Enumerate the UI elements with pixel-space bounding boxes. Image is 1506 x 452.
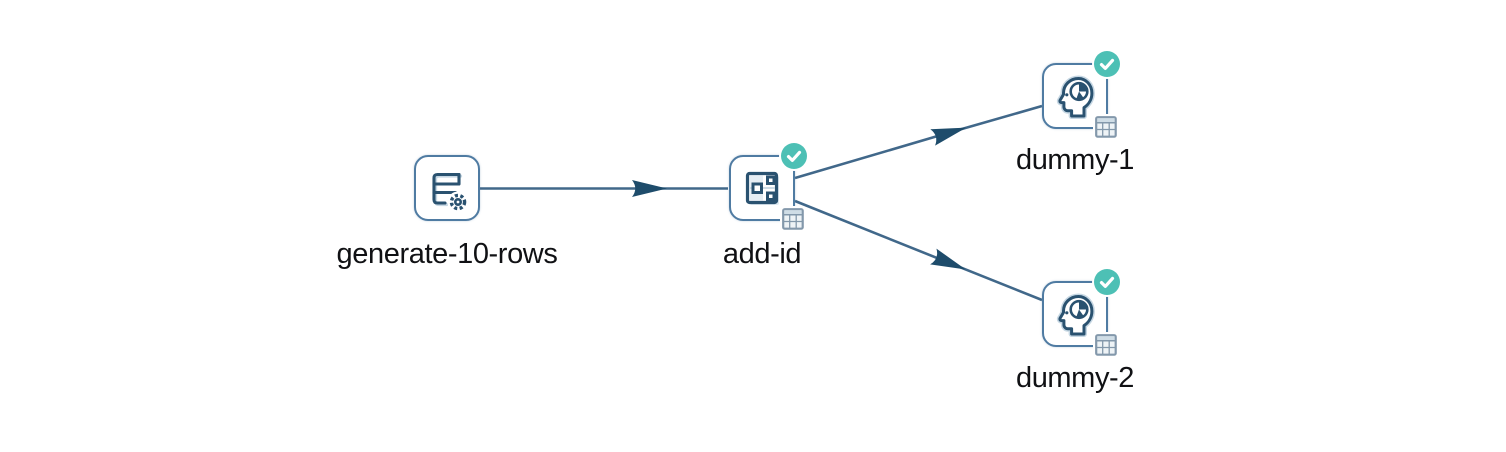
- success-check-badge: [1094, 51, 1120, 77]
- check-icon: [1099, 58, 1115, 70]
- node-label-generate-10-rows: generate-10-rows: [336, 238, 558, 270]
- check-icon: [1099, 276, 1115, 288]
- node-generate-10-rows[interactable]: [414, 155, 480, 221]
- head-profile-icon: [1056, 75, 1095, 119]
- node-add-id[interactable]: [729, 143, 807, 232]
- node-dummy-2[interactable]: [1042, 269, 1120, 358]
- node-label-dummy-2: dummy-2: [1015, 362, 1135, 394]
- gear-icon: [447, 191, 469, 211]
- node-dummy-1[interactable]: [1042, 51, 1120, 140]
- output-data-grid-icon[interactable]: [1093, 332, 1119, 358]
- success-check-badge: [1094, 269, 1120, 295]
- hop-addid-to-dummy1[interactable]: [794, 104, 1043, 180]
- head-profile-icon: [1056, 293, 1095, 337]
- hop-addid-to-dummy2[interactable]: [794, 199, 1043, 302]
- node-label-add-id: add-id: [722, 238, 802, 270]
- output-data-grid-icon[interactable]: [780, 206, 806, 232]
- success-check-badge: [781, 143, 807, 169]
- output-data-grid-icon[interactable]: [1093, 114, 1119, 140]
- node-label-dummy-1: dummy-1: [1015, 144, 1135, 176]
- rows-with-gear-icon: [432, 172, 469, 211]
- square-fields-icon: [745, 171, 779, 205]
- check-icon: [786, 150, 802, 162]
